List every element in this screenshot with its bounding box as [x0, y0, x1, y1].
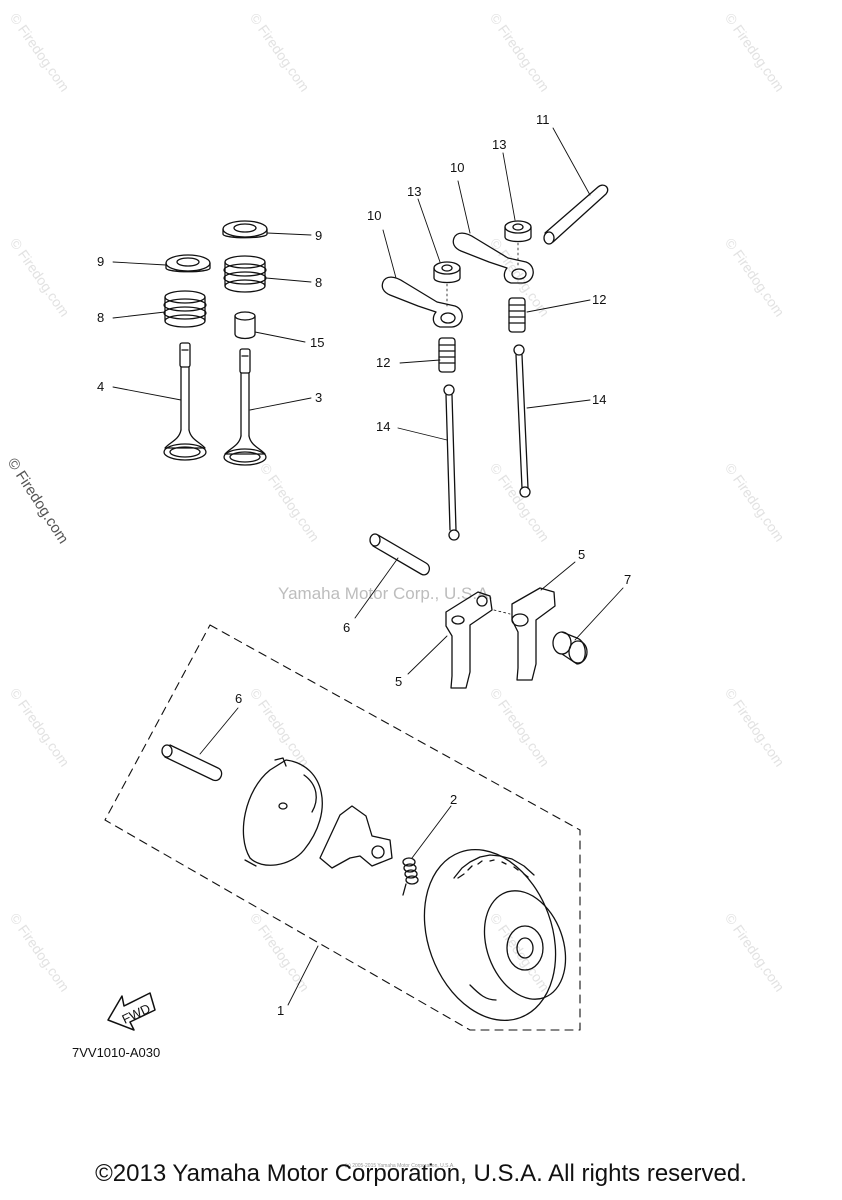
callout-6: 6	[235, 691, 242, 706]
leader-lines	[112, 127, 624, 1006]
callout-4: 4	[97, 379, 104, 394]
callout-8: 8	[315, 275, 322, 290]
callout-7: 7	[624, 572, 631, 587]
callout-9: 9	[315, 228, 322, 243]
callout-2: 2	[450, 792, 457, 807]
stem-seal-part-15	[234, 311, 256, 340]
collar-part-7	[552, 631, 588, 665]
callout-12: 12	[376, 355, 390, 370]
callout-13: 13	[407, 184, 421, 199]
follower-shaft-part-6b	[161, 744, 223, 782]
copyright-notice: ©2013 Yamaha Motor Corporation, U.S.A. A…	[95, 1160, 747, 1187]
callout-13: 13	[492, 137, 506, 152]
callout-12: 12	[592, 292, 606, 307]
rocker-shaft-part-11	[543, 184, 609, 245]
cam-gear	[423, 848, 567, 1022]
callout-5: 5	[395, 674, 402, 689]
callout-6: 6	[343, 620, 350, 635]
callout-10: 10	[450, 160, 464, 175]
nut-part-13a	[433, 261, 461, 284]
follower-part-5b	[511, 587, 556, 681]
retainer-part-9b	[222, 220, 268, 239]
camshaft-assembly-outline	[104, 624, 581, 1031]
fwd-arrow-icon: FWD	[107, 992, 156, 1031]
retainer-part-9a	[165, 254, 211, 273]
nut-part-13b	[504, 220, 532, 243]
spring-part-8b	[223, 255, 267, 293]
decomp-weight	[319, 805, 393, 869]
follower-shaft-part-6a	[369, 533, 430, 576]
push-rod-part-14b	[513, 344, 531, 498]
callout-9: 9	[97, 254, 104, 269]
adjuster-part-12a	[438, 337, 456, 373]
assembly-guides	[446, 242, 519, 307]
decomp-spring-part-2	[402, 857, 419, 896]
callout-11: 11	[536, 112, 550, 127]
figure-code: 7VV1010-A030	[72, 1045, 161, 1060]
callout-10: 10	[367, 208, 381, 223]
callout-15: 15	[310, 335, 324, 350]
adjuster-part-12b	[508, 297, 526, 333]
callout-3: 3	[315, 390, 322, 405]
callout-8: 8	[97, 310, 104, 325]
spring-part-8a	[163, 290, 207, 328]
center-watermark: Yamaha Motor Corp., U.S.A.	[278, 584, 494, 603]
rocker-arm-part-10a	[381, 276, 463, 328]
push-rod-part-14a	[443, 384, 460, 541]
valve-part-4	[163, 342, 207, 461]
callout-14: 14	[376, 419, 390, 434]
callout-5: 5	[578, 547, 585, 562]
tiny-copyright-note: (c) 2005-2015 Yamaha Motor Corporation, …	[345, 1163, 455, 1169]
decomp-plate	[242, 757, 323, 867]
callout-14: 14	[592, 392, 606, 407]
valve-part-3	[223, 348, 267, 466]
follower-part-5a	[445, 591, 493, 689]
rocker-arm-part-10b	[452, 232, 534, 284]
callout-1: 1	[277, 1003, 284, 1018]
